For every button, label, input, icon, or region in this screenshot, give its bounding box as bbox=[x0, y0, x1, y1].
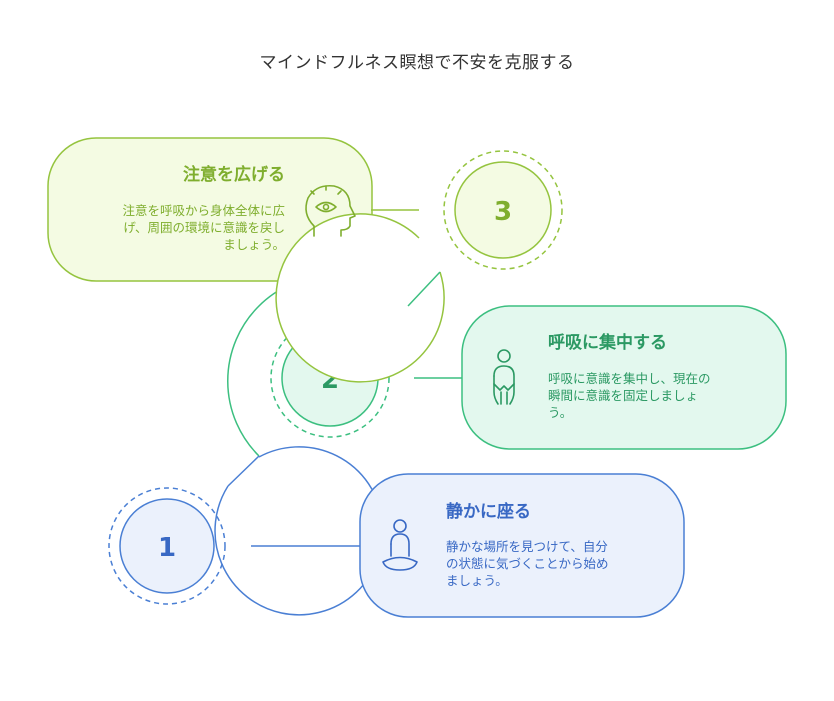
step-2-body-line-3: う。 bbox=[548, 405, 572, 420]
step-1-card bbox=[359, 473, 685, 618]
step-1-number-circle bbox=[119, 498, 215, 594]
step-3-number: 3 bbox=[494, 197, 512, 227]
step-3-link-to-2 bbox=[407, 271, 441, 307]
step-3-dashed-ring bbox=[443, 150, 563, 270]
step-1-dashed-ring bbox=[108, 487, 226, 605]
page-title: マインドフルネス瞑想で不安を克服する bbox=[259, 53, 575, 73]
step-3-body-line-1: 注意を呼吸から身体全体に広 bbox=[122, 203, 285, 218]
step-1-title: 静かに座る bbox=[446, 501, 531, 522]
breathing-person-icon bbox=[493, 349, 515, 405]
step-1-ring bbox=[214, 446, 384, 616]
step-2-dashed-ring bbox=[270, 318, 390, 438]
step-2-card bbox=[461, 305, 787, 450]
step-3-number-circle bbox=[454, 161, 552, 259]
step-1-body-line-1: 静かな場所を見つけて、自分 bbox=[446, 539, 608, 554]
sitting-person-icon bbox=[382, 519, 418, 571]
step-3-body-line-3: ましょう。 bbox=[223, 237, 285, 252]
step-1: 1 静かに座る 静かな場所を見つけて、自分 の状態に気づくことから始め ましょう… bbox=[108, 446, 685, 618]
head-with-eye-icon bbox=[305, 184, 356, 237]
step-3-body-line-2: げ、周囲の環境に意識を戻し bbox=[123, 220, 285, 235]
step-1-body-line-2: の状態に気づくことから始め bbox=[446, 556, 609, 571]
step-3-title: 注意を広げる bbox=[183, 164, 285, 185]
step-3-ring bbox=[275, 213, 445, 383]
step-3: 3 注意を広げる 注意を呼吸から身体全体に広 げ、周囲の環境に意識を戻し ましょ… bbox=[47, 137, 563, 383]
step-2-title: 呼吸に集中する bbox=[548, 332, 667, 353]
step-1-body-line-3: ましょう。 bbox=[446, 573, 508, 588]
step-1-number: 1 bbox=[158, 533, 176, 563]
step-2-body-line-2: 瞬間に意識を固定しましょ bbox=[548, 388, 698, 403]
step-2-body-line-1: 呼吸に意識を集中し、現在の bbox=[548, 371, 711, 386]
step-2-link-to-1 bbox=[227, 455, 260, 487]
step-2: 2 呼吸に集中する 呼吸に意識を集中し、現在の 瞬間に意識を固定しましょ う。 bbox=[227, 274, 787, 487]
